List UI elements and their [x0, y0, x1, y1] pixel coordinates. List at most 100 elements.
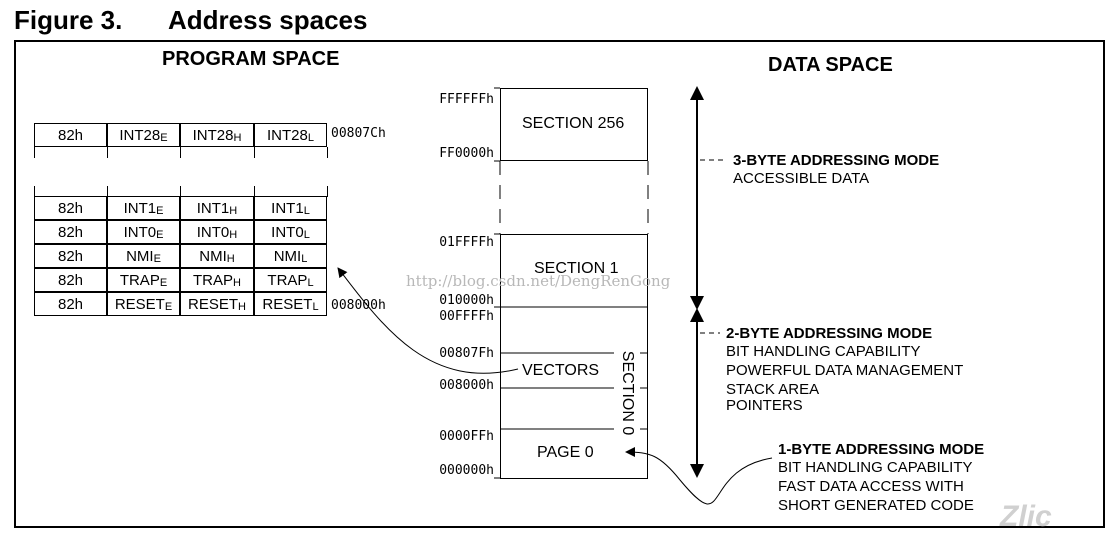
vectors-label: VECTORS	[522, 362, 600, 379]
mode2-line: POINTERS	[726, 397, 803, 414]
opcode-cell: 82h	[34, 244, 107, 268]
mode2-description: 2-BYTE ADDRESSING MODE BIT HANDLING CAPA…	[726, 325, 963, 415]
mode2-line: BIT HANDLING CAPABILITY	[726, 343, 921, 360]
mode3-title: 3-BYTE ADDRESSING MODE	[733, 152, 940, 169]
mode3-description: 3-BYTE ADDRESSING MODE ACCESSIBLE DATA	[733, 152, 939, 188]
program-space-heading: PROGRAM SPACE	[162, 48, 340, 70]
vector-name: INT28	[119, 126, 161, 144]
figure-title: Address spaces	[168, 5, 368, 35]
table-continuation-line	[254, 147, 255, 158]
address-00ffffh: 00FFFFh	[439, 309, 494, 324]
vector-byte-suffix: H	[238, 301, 246, 313]
vector-name: TRAP	[193, 271, 234, 289]
vector-name: NMI	[273, 247, 302, 265]
opcode-cell: 82h	[34, 292, 107, 316]
table-continuation-line	[327, 147, 328, 158]
vector-name: INT0	[271, 223, 304, 241]
vector-name: INT28	[192, 126, 234, 144]
vector-name: TRAP	[119, 271, 160, 289]
vector-name: INT1	[123, 199, 157, 217]
mode1-line: SHORT GENERATED CODE	[778, 497, 974, 514]
vector-name: NMI	[199, 247, 227, 265]
vector-byte-suffix: H	[226, 253, 235, 265]
table-continuation-line	[107, 186, 108, 197]
table-continuation-line	[180, 147, 181, 158]
vector-byte-suffix: L	[307, 277, 314, 289]
vector-name: INT28	[267, 126, 308, 144]
vector-byte-suffix: L	[303, 205, 310, 217]
vector-byte-suffix: H	[233, 132, 242, 144]
opcode-cell: 82h	[34, 220, 107, 244]
table-continuation-line	[107, 147, 108, 158]
section-256-block	[500, 88, 648, 161]
site-logo: Zlic	[1000, 500, 1052, 533]
table-continuation-line	[34, 186, 35, 197]
table-continuation-line	[327, 186, 328, 197]
address-01ffffh: 01FFFFh	[439, 235, 494, 250]
table-continuation-line	[254, 186, 255, 197]
address-008000h-map: 008000h	[439, 378, 494, 393]
vector-byte-suffix: L	[307, 132, 314, 144]
table-continuation-line	[180, 186, 181, 197]
vector-byte-suffix: L	[312, 301, 319, 313]
mode2-line: STACK AREA	[726, 381, 820, 398]
vector-byte-suffix: E	[160, 132, 168, 144]
watermark-text: http://blog.csdn.net/DengRenGong	[406, 272, 671, 290]
diagram-frame	[14, 40, 1105, 528]
vector-name: TRAP	[267, 271, 308, 289]
vector-byte-suffix: E	[153, 253, 161, 265]
vector-name: RESET	[114, 295, 165, 313]
vector-byte-suffix: E	[164, 301, 173, 313]
address-00807ch: 00807Ch	[331, 126, 386, 141]
section-0-label: SECTION 0	[619, 350, 636, 436]
mode2-title: 2-BYTE ADDRESSING MODE	[726, 325, 933, 342]
table-continuation-line	[34, 147, 35, 158]
vector-name: INT1	[271, 199, 304, 217]
address-008000h: 008000h	[331, 298, 386, 313]
vector-byte-suffix: H	[229, 229, 238, 241]
address-ff0000h: FF0000h	[439, 146, 494, 161]
vector-byte-suffix: E	[156, 205, 164, 217]
vector-name: RESET	[188, 295, 239, 313]
address-00807fh: 00807Fh	[439, 346, 494, 361]
vector-name: NMI	[126, 247, 154, 265]
vector-byte-suffix: E	[156, 229, 164, 241]
vector-byte-suffix: E	[159, 277, 168, 289]
page-0-label: PAGE 0	[537, 444, 594, 461]
vector-byte-suffix: H	[233, 277, 241, 289]
vector-name: INT0	[196, 223, 230, 241]
address-000000h: 000000h	[439, 463, 494, 478]
address-0000ffh: 0000FFh	[439, 429, 494, 444]
section-1-label: SECTION 1	[534, 260, 619, 277]
vector-byte-suffix: H	[229, 205, 238, 217]
mode1-line: FAST DATA ACCESS WITH	[778, 478, 964, 495]
vector-name: RESET	[262, 295, 313, 313]
vector-name: INT1	[196, 199, 230, 217]
mode1-title: 1-BYTE ADDRESSING MODE	[778, 441, 985, 458]
address-ffffffh: FFFFFFh	[439, 92, 494, 107]
opcode-cell: 82h	[34, 268, 107, 292]
opcode-cell: 82h	[34, 123, 107, 147]
mode1-line: BIT HANDLING CAPABILITY	[778, 459, 973, 476]
section-256-label: SECTION 256	[522, 115, 625, 132]
mode3-line: ACCESSIBLE DATA	[733, 170, 870, 187]
figure-number: Figure 3.	[14, 5, 123, 35]
